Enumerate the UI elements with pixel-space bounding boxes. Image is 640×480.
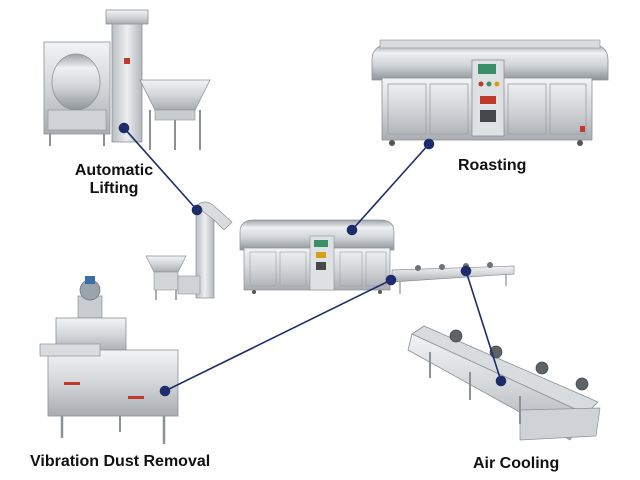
label-air-cooling: Air Cooling [473,455,560,472]
label-automatic-lifting: Automatic Lifting [66,162,162,198]
connector-dot-vibration-target [385,274,397,286]
connector-roasting [351,143,430,231]
connector-dot-vibration-source [159,385,171,397]
connectors [118,122,507,397]
vibration-dust-removal-machine [39,276,179,444]
automatic-lifting-machine [43,9,211,150]
full-production-line [145,201,515,300]
connector-dot-cooling-target [495,375,507,387]
connector-air-cooling [465,270,502,382]
label-automatic-lifting-line2: Lifting [89,180,139,197]
connector-dot-roasting-target [346,224,358,236]
label-vibration-dust-removal: Vibration Dust Removal [30,453,211,470]
air-cooling-conveyor [407,325,601,441]
label-roasting: Roasting [458,157,527,174]
connector-automatic-lifting [123,127,198,211]
connector-dot-cooling-source [460,265,472,277]
connector-dot-lifting-target [191,204,203,216]
label-automatic-lifting-line1: Automatic [74,162,154,179]
connector-dot-roasting-source [423,138,435,150]
roasting-machine [371,39,609,146]
connector-vibration-dust-removal [164,279,392,392]
connector-dot-lifting-source [118,122,130,134]
